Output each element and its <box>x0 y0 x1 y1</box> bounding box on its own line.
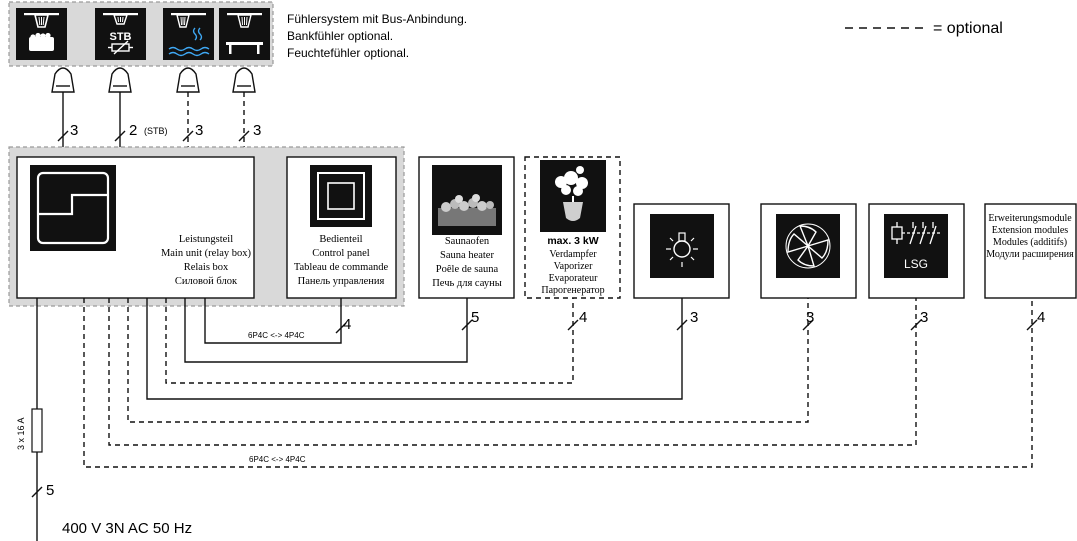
sensor-connector-4 <box>232 67 256 93</box>
cable-fan <box>127 298 809 423</box>
cable-vaporizer-tick <box>567 319 579 331</box>
sensor-cable-2-tick <box>114 130 126 142</box>
extension-line4: Модули расширения <box>986 249 1074 260</box>
fuse-symbol <box>31 408 43 453</box>
legend-text: = optional <box>933 20 1003 37</box>
sensor-connector-1 <box>51 67 75 93</box>
cable-vaporizer-count: 4 <box>579 309 587 326</box>
vaporizer-line1: Verdampfer <box>549 249 597 260</box>
cable-control-panel-tick <box>335 322 347 334</box>
bench-sensor-icon <box>219 8 270 60</box>
sensor-cable-4-count: 3 <box>253 122 261 139</box>
extension-line2: Extension modules <box>992 225 1068 236</box>
main-unit-icon <box>30 165 116 251</box>
control-panel-icon <box>310 165 372 227</box>
sensor-cable-3-tick <box>182 130 194 142</box>
sauna-heater-line1: Saunaofen <box>445 236 490 247</box>
relay-icon <box>884 214 948 278</box>
sensor-note-line2: Bankfühler optional. <box>287 29 393 43</box>
mains-cable-count: 5 <box>46 482 54 499</box>
sensor-connector-3 <box>176 67 200 93</box>
control-panel-line2: Control panel <box>312 248 370 259</box>
cable-light-count: 3 <box>690 309 698 326</box>
main-unit-line2: Main unit (relay box) <box>161 248 252 259</box>
cable-extension <box>83 298 1033 468</box>
sensor-cable-2-count: 2 <box>129 122 137 139</box>
cable-fan-count: 3 <box>806 309 814 326</box>
vaporizer-power: max. 3 kW <box>547 235 598 247</box>
extension-line1: Erweiterungsmodule <box>988 213 1072 224</box>
cable-light-tick <box>676 319 688 331</box>
control-panel-line1: Bedienteil <box>319 234 362 245</box>
sensor-note-line1: Fühlersystem mit Bus-Anbindung. <box>287 12 467 26</box>
sensor-note-line3: Feuchtefühler optional. <box>287 46 409 60</box>
sauna-heater-line2: Sauna heater <box>440 250 494 261</box>
cable-label-upper: 6P4C <-> 4P4C <box>248 331 305 340</box>
control-panel-line3: Tableau de commande <box>294 262 389 273</box>
vaporizer-icon <box>540 160 606 232</box>
cable-fan-tick <box>802 319 814 331</box>
sensor-cable-3-count: 3 <box>195 122 203 139</box>
cable-lsg-tick <box>910 319 922 331</box>
cable-extension-count: 4 <box>1037 309 1045 326</box>
main-unit-line3: Relais box <box>184 262 229 273</box>
humidity-sensor-icon <box>163 8 214 60</box>
fuse-label: 3 x 16 A <box>16 417 26 450</box>
cable-light <box>146 298 683 400</box>
sauna-heater-line3: Poêle de sauna <box>436 264 499 275</box>
temperature-sensor-icon <box>16 8 67 60</box>
sensor-cable-1-tick <box>57 130 69 142</box>
cable-sauna-heater <box>184 298 468 363</box>
cable-label-lower: 6P4C <-> 4P4C <box>249 455 306 464</box>
cable-lsg <box>108 298 917 446</box>
cable-control-panel-count: 4 <box>343 316 351 333</box>
main-unit-line1: Leistungsteil <box>179 234 233 245</box>
extension-modules-box <box>984 203 1077 299</box>
fan-icon <box>776 214 840 278</box>
sauna-heater-line4: Печь для сауны <box>432 278 502 289</box>
main-unit-line4: Силовой блок <box>175 276 238 287</box>
vaporizer-line4: Парогенератор <box>541 285 604 296</box>
cable-sauna-heater-tick <box>461 319 473 331</box>
vaporizer-line3: Evaporateur <box>549 273 599 284</box>
cable-extension-tick <box>1026 319 1038 331</box>
sensor-connector-2 <box>108 67 132 93</box>
cable-lsg-count: 3 <box>920 309 928 326</box>
cable-vaporizer <box>165 298 574 384</box>
cable-sauna-heater-count: 5 <box>471 309 479 326</box>
light-bulb-icon <box>650 214 714 278</box>
sensor-cable-1-count: 3 <box>70 122 78 139</box>
cable-control-panel <box>204 298 342 344</box>
lsg-label: LSG <box>904 257 928 271</box>
stb-cable-note: (STB) <box>144 126 168 136</box>
stb-sensor-icon <box>95 8 146 60</box>
vaporizer-line2: Vaporizer <box>554 261 594 272</box>
extension-line3: Modules (additifs) <box>993 237 1067 248</box>
supply-label: 400 V 3N AC 50 Hz <box>62 520 192 537</box>
sensor-cable-4-tick <box>238 130 250 142</box>
mains-cable-tick <box>31 486 43 498</box>
sauna-heater-icon <box>432 165 502 235</box>
stb-label: STB <box>110 31 132 43</box>
control-panel-line4: Панель управления <box>298 276 385 287</box>
